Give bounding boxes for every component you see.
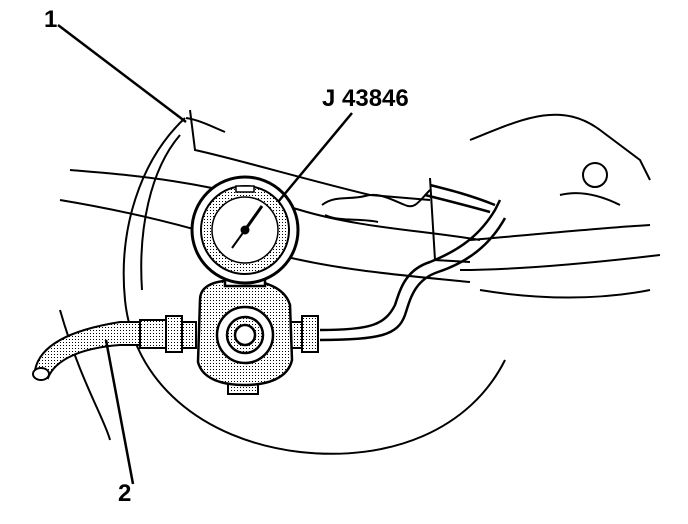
frame-rails — [59, 109, 661, 299]
pressure-gauge — [190, 175, 300, 285]
callout-1: 1 — [44, 6, 58, 33]
tire-outline — [59, 117, 506, 455]
shop-rag — [321, 189, 431, 223]
fuel-rail-pipe — [319, 183, 507, 342]
callout-tool: J 43846 — [322, 85, 409, 112]
hose-fitting — [139, 315, 197, 353]
callout-2: 2 — [118, 480, 132, 507]
leader-lines — [57, 24, 353, 485]
fuel-hose — [32, 321, 141, 381]
valve-body — [196, 268, 294, 387]
